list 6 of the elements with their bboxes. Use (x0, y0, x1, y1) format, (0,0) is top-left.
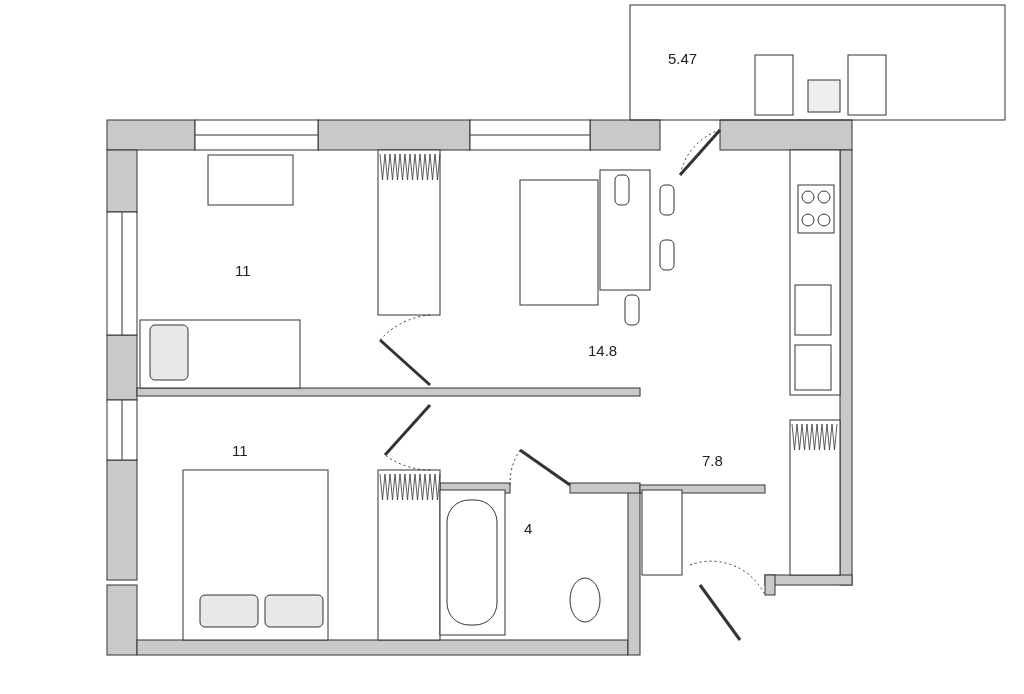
room-area-label: 5.47 (668, 50, 698, 67)
room-area-label: 7.8 (702, 452, 723, 469)
room-area-label: 11 (232, 442, 248, 459)
room-area-label: 4 (524, 520, 533, 537)
room-area-label: 11 (235, 262, 251, 279)
room-area-label: 14.8 (588, 342, 618, 359)
